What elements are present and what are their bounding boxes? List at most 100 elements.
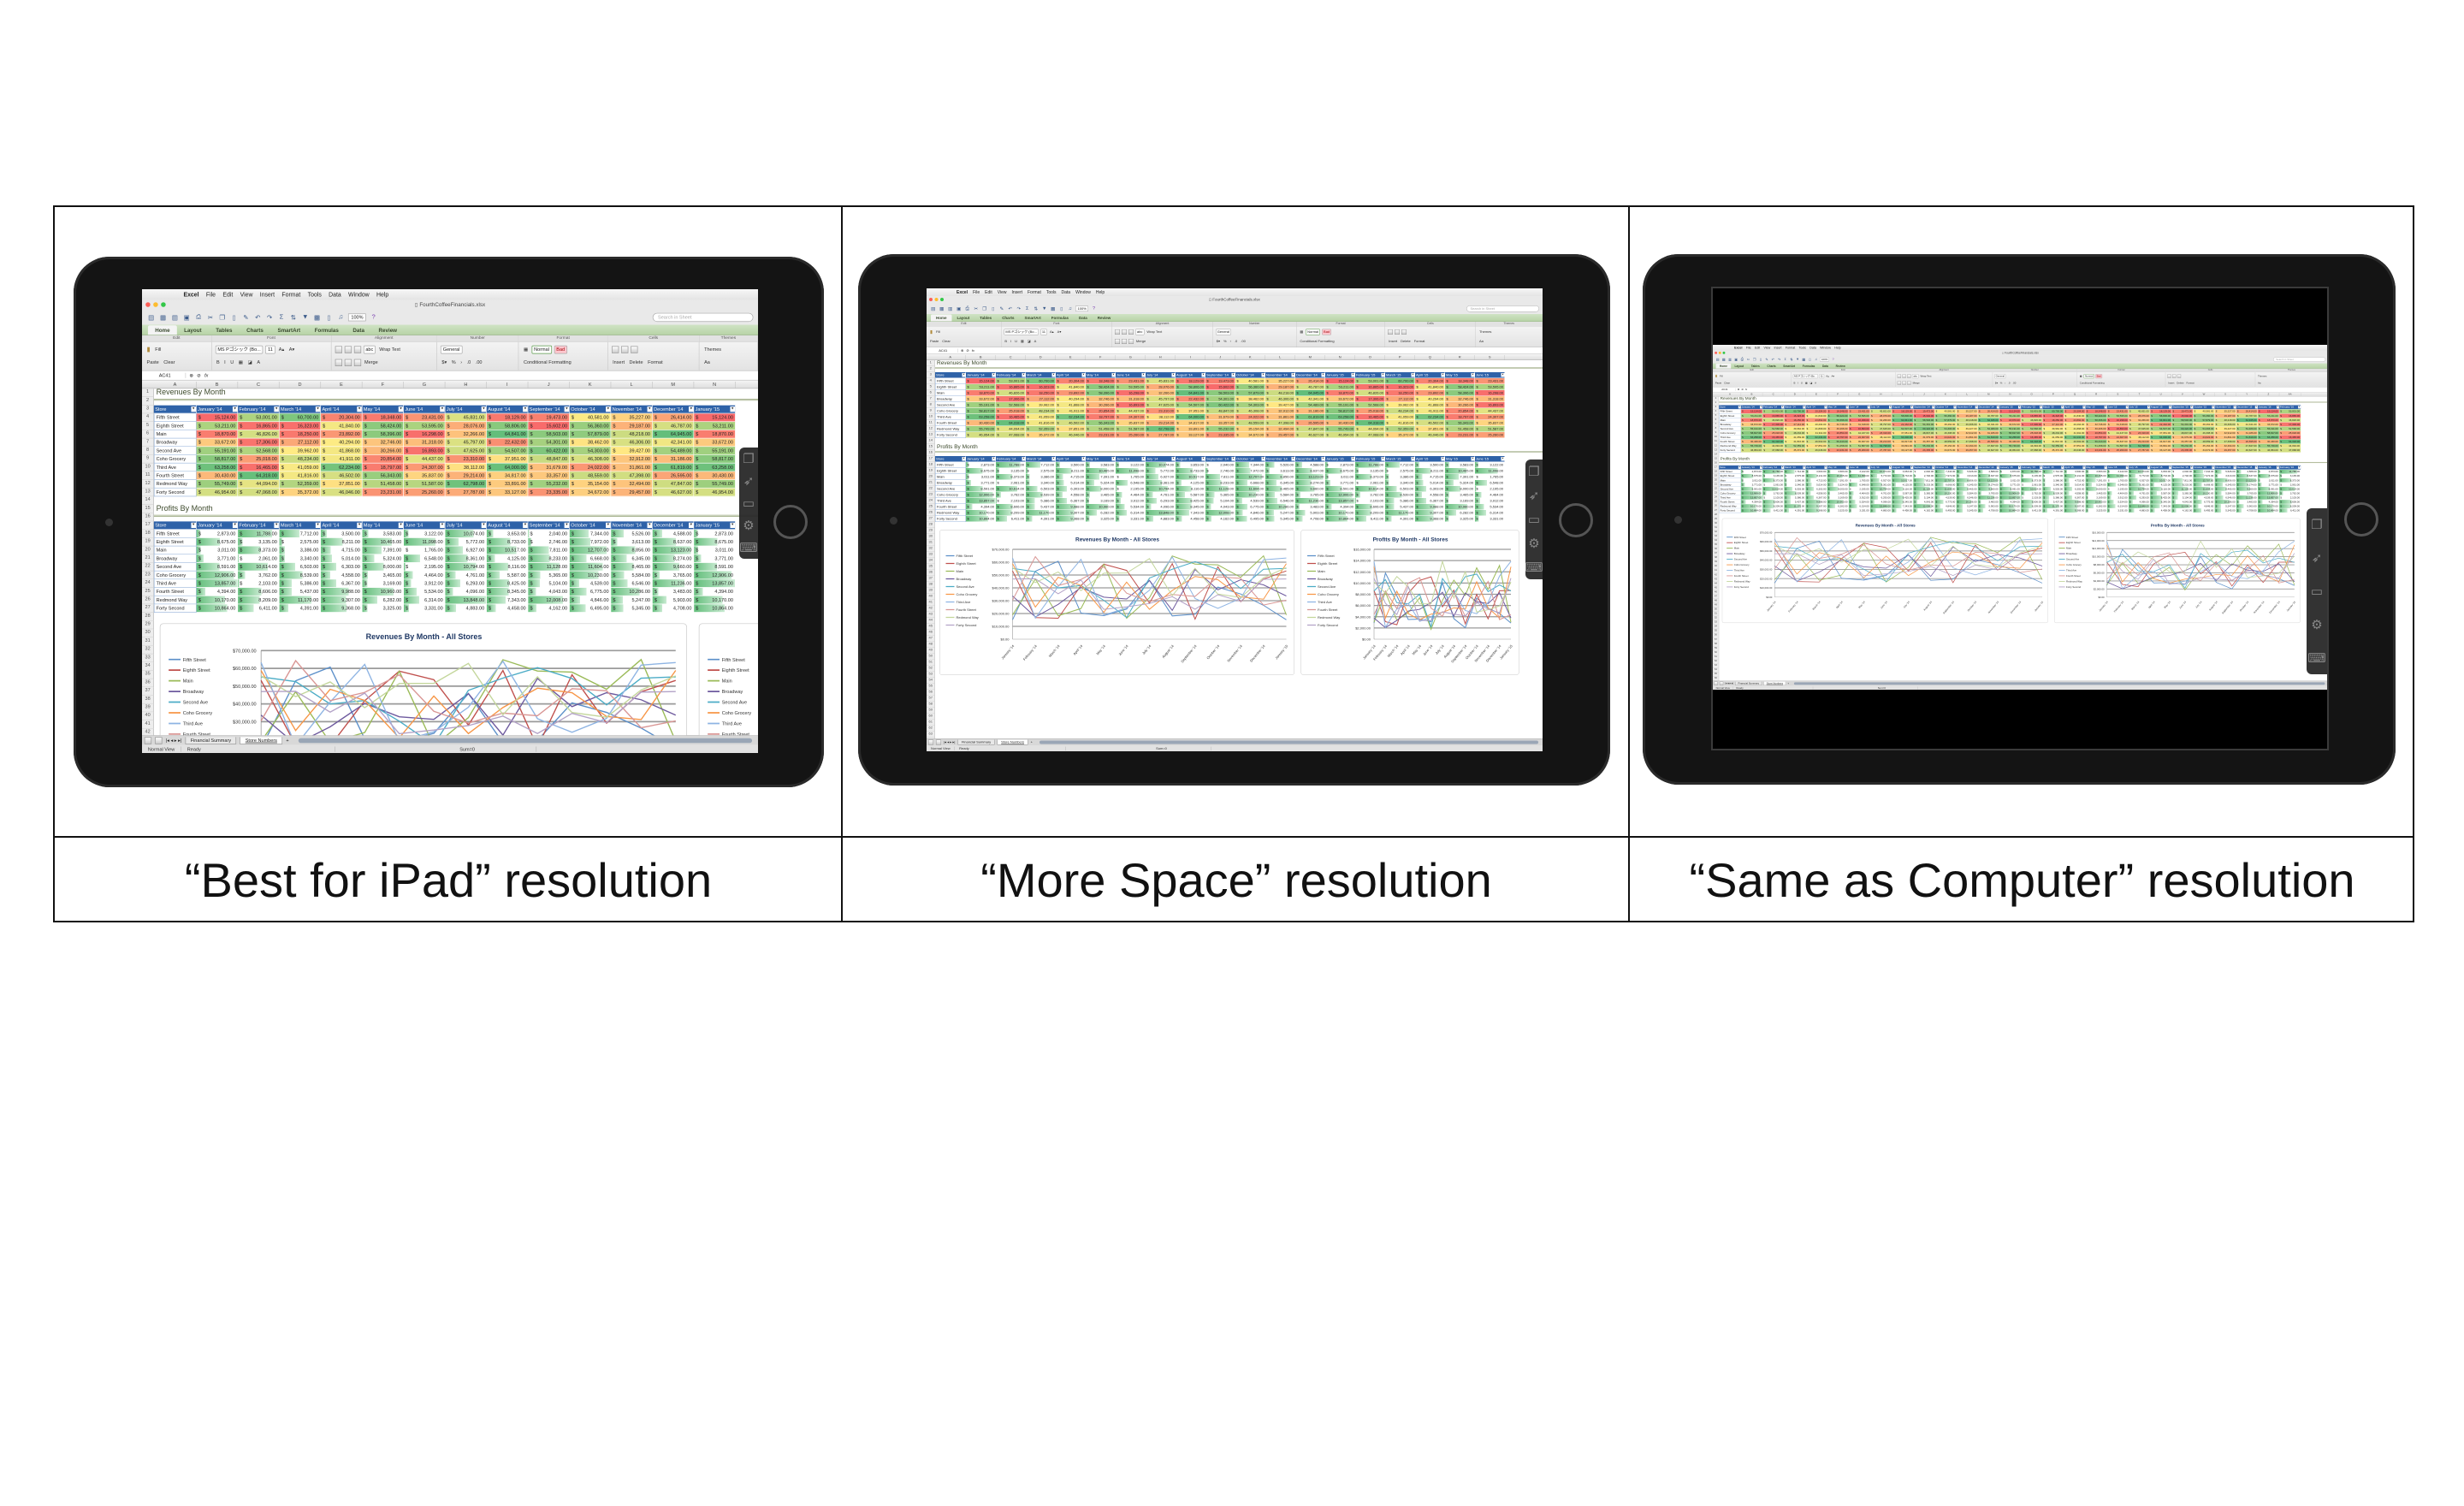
value-cell[interactable]: $3,762.00 (238, 571, 280, 580)
column-filter-header-month[interactable]: February '14▼ (1762, 405, 1785, 410)
value-cell[interactable]: $4,458.00 (2150, 508, 2172, 513)
row-header[interactable]: 2 (142, 397, 154, 406)
value-cell[interactable]: $11,098.00 (404, 537, 446, 547)
value-cell[interactable]: $47,398.00 (1265, 420, 1295, 426)
value-cell[interactable]: $2,061.00 (1355, 480, 1385, 486)
value-cell[interactable]: $23,335.00 (2171, 448, 2194, 453)
value-cell[interactable]: $47,847.00 (652, 479, 695, 489)
value-cell[interactable]: $11,604.00 (1235, 486, 1265, 492)
value-cell[interactable]: $19,473.00 (2171, 409, 2194, 414)
value-cell[interactable]: $35,837.00 (404, 471, 446, 480)
value-cell[interactable]: $3,169.00 (1827, 495, 1849, 501)
value-cell[interactable]: $4,162.00 (2171, 508, 2194, 513)
value-cell[interactable]: $44,094.00 (2021, 443, 2043, 448)
store-name-cell[interactable]: Main (153, 546, 197, 555)
value-cell[interactable]: $5,437.00 (1385, 504, 1415, 510)
help-icon[interactable]: ? (371, 313, 376, 321)
value-cell[interactable]: $6,775.00 (1235, 504, 1265, 510)
column-header-h[interactable]: H (1146, 355, 1176, 360)
menu-window[interactable]: Window (1820, 346, 1831, 350)
value-cell[interactable]: $10,614.00 (996, 486, 1026, 492)
value-cell[interactable]: $3,613.00 (1265, 468, 1295, 474)
value-cell[interactable]: $18,129.00 (486, 413, 529, 423)
open-icon[interactable]: ▥ (1728, 357, 1732, 362)
store-name-cell[interactable]: Coho Grocery (935, 408, 966, 414)
column-header-s[interactable]: S (1475, 355, 1505, 360)
value-cell[interactable]: $52,568.00 (238, 447, 280, 455)
undo-icon[interactable]: ↶ (255, 313, 261, 322)
value-cell[interactable]: $3,912.00 (1475, 498, 1505, 504)
row-header[interactable]: 56 (1713, 633, 1720, 638)
value-cell[interactable]: $17,306.00 (1762, 422, 1785, 427)
value-cell[interactable]: $63,258.00 (1325, 414, 1355, 420)
value-cell[interactable]: $10,170.00 (694, 596, 736, 605)
column-header-o[interactable]: O (1355, 355, 1385, 360)
store-name-cell[interactable]: Redmond Way (935, 510, 966, 516)
value-cell[interactable]: $18,250.00 (2042, 418, 2064, 423)
filter-dropdown-icon[interactable]: ▼ (1051, 457, 1056, 461)
column-filter-header-month[interactable]: May '14▼ (1086, 456, 1116, 462)
value-cell[interactable]: $51,458.00 (1445, 426, 1475, 432)
filter-dropdown-icon[interactable]: ▼ (2061, 406, 2064, 409)
value-cell[interactable]: $8,361.00 (1146, 480, 1176, 486)
value-cell[interactable]: $53,211.00 (966, 384, 996, 390)
value-cell[interactable]: $46,308.00 (1235, 408, 1265, 414)
value-cell[interactable]: $58,806.00 (486, 422, 529, 430)
value-cell[interactable]: $54,303.00 (2193, 426, 2215, 431)
column-header-e[interactable]: E (1056, 355, 1086, 360)
tab-charts[interactable]: Charts (1767, 365, 1776, 368)
value-cell[interactable]: $5,324.00 (1445, 480, 1475, 486)
value-cell[interactable]: $4,761.00 (1870, 491, 1892, 496)
row-header[interactable]: 45 (1713, 585, 1720, 590)
value-cell[interactable]: $8,425.00 (2150, 495, 2172, 501)
value-cell[interactable]: $16,893.00 (1116, 402, 1146, 408)
value-cell[interactable]: $3,386.00 (1026, 474, 1056, 480)
zoom-select[interactable]: 100% (1820, 357, 1830, 362)
value-cell[interactable]: $7,811.00 (528, 546, 570, 555)
value-cell[interactable]: $4,043.00 (2171, 500, 2194, 505)
row-header[interactable]: 18 (1713, 469, 1720, 474)
column-header-y[interactable]: Y (2236, 393, 2259, 397)
column-filter-header-month[interactable]: February '15▼ (1355, 456, 1385, 462)
value-cell[interactable]: $33,127.00 (1176, 432, 1205, 438)
value-cell[interactable]: $58,424.00 (1445, 384, 1475, 390)
value-cell[interactable]: $35,227.00 (2214, 409, 2236, 414)
close-button[interactable] (929, 298, 933, 301)
column-header-aa[interactable]: AA (2279, 393, 2301, 397)
merge-button[interactable]: Merge (364, 359, 378, 365)
decrease-decimal-icon[interactable]: .00 (2012, 381, 2017, 385)
column-filter-header-month[interactable]: August '14▼ (1176, 372, 1205, 378)
value-cell[interactable]: $2,195.00 (1116, 486, 1146, 492)
value-cell[interactable]: $55,749.00 (966, 426, 996, 432)
column-header-u[interactable]: U (2150, 393, 2172, 397)
redo-icon[interactable]: ↷ (267, 313, 273, 322)
filter-dropdown-icon[interactable]: ▼ (1291, 373, 1295, 377)
column-header-a[interactable]: A (1719, 393, 1742, 397)
value-cell[interactable]: $8,539.00 (2042, 491, 2064, 496)
value-cell[interactable]: $8,606.00 (1762, 500, 1785, 505)
column-filter-header-store[interactable]: Store▼ (1719, 465, 1742, 470)
row-header[interactable]: 23 (142, 571, 154, 580)
value-cell[interactable]: $5,584.00 (1265, 492, 1295, 498)
filter-dropdown-icon[interactable]: ▼ (1845, 406, 1849, 409)
value-cell[interactable]: $15,124.00 (2258, 409, 2280, 414)
column-header-n[interactable]: N (1325, 355, 1355, 360)
value-cell[interactable]: $8,116.00 (1892, 487, 1914, 492)
value-cell[interactable]: $52,359.00 (1026, 426, 1056, 432)
menu-view[interactable]: View (997, 289, 1007, 295)
value-cell[interactable]: $7,343.00 (1176, 510, 1205, 516)
value-cell[interactable]: $56,360.00 (1235, 384, 1265, 390)
minimize-button[interactable] (153, 302, 158, 307)
value-cell[interactable]: $18,870.00 (694, 430, 736, 439)
column-filter-header-month[interactable]: June '14▼ (1848, 405, 1871, 410)
row-header[interactable]: 38 (142, 695, 154, 704)
store-name-cell[interactable]: Coho Grocery (1719, 430, 1742, 436)
filter-dropdown-icon[interactable]: ▼ (191, 406, 196, 412)
column-header-f[interactable]: F (1086, 355, 1116, 360)
column-filter-header-month[interactable]: February '14▼ (996, 456, 1026, 462)
close-button[interactable] (1715, 351, 1718, 354)
filter-dropdown-icon[interactable]: ▼ (1996, 406, 1999, 409)
value-cell[interactable]: $23,231.00 (2085, 448, 2107, 453)
value-cell[interactable]: $4,761.00 (2129, 491, 2151, 496)
value-cell[interactable]: $39,427.00 (1265, 402, 1295, 408)
